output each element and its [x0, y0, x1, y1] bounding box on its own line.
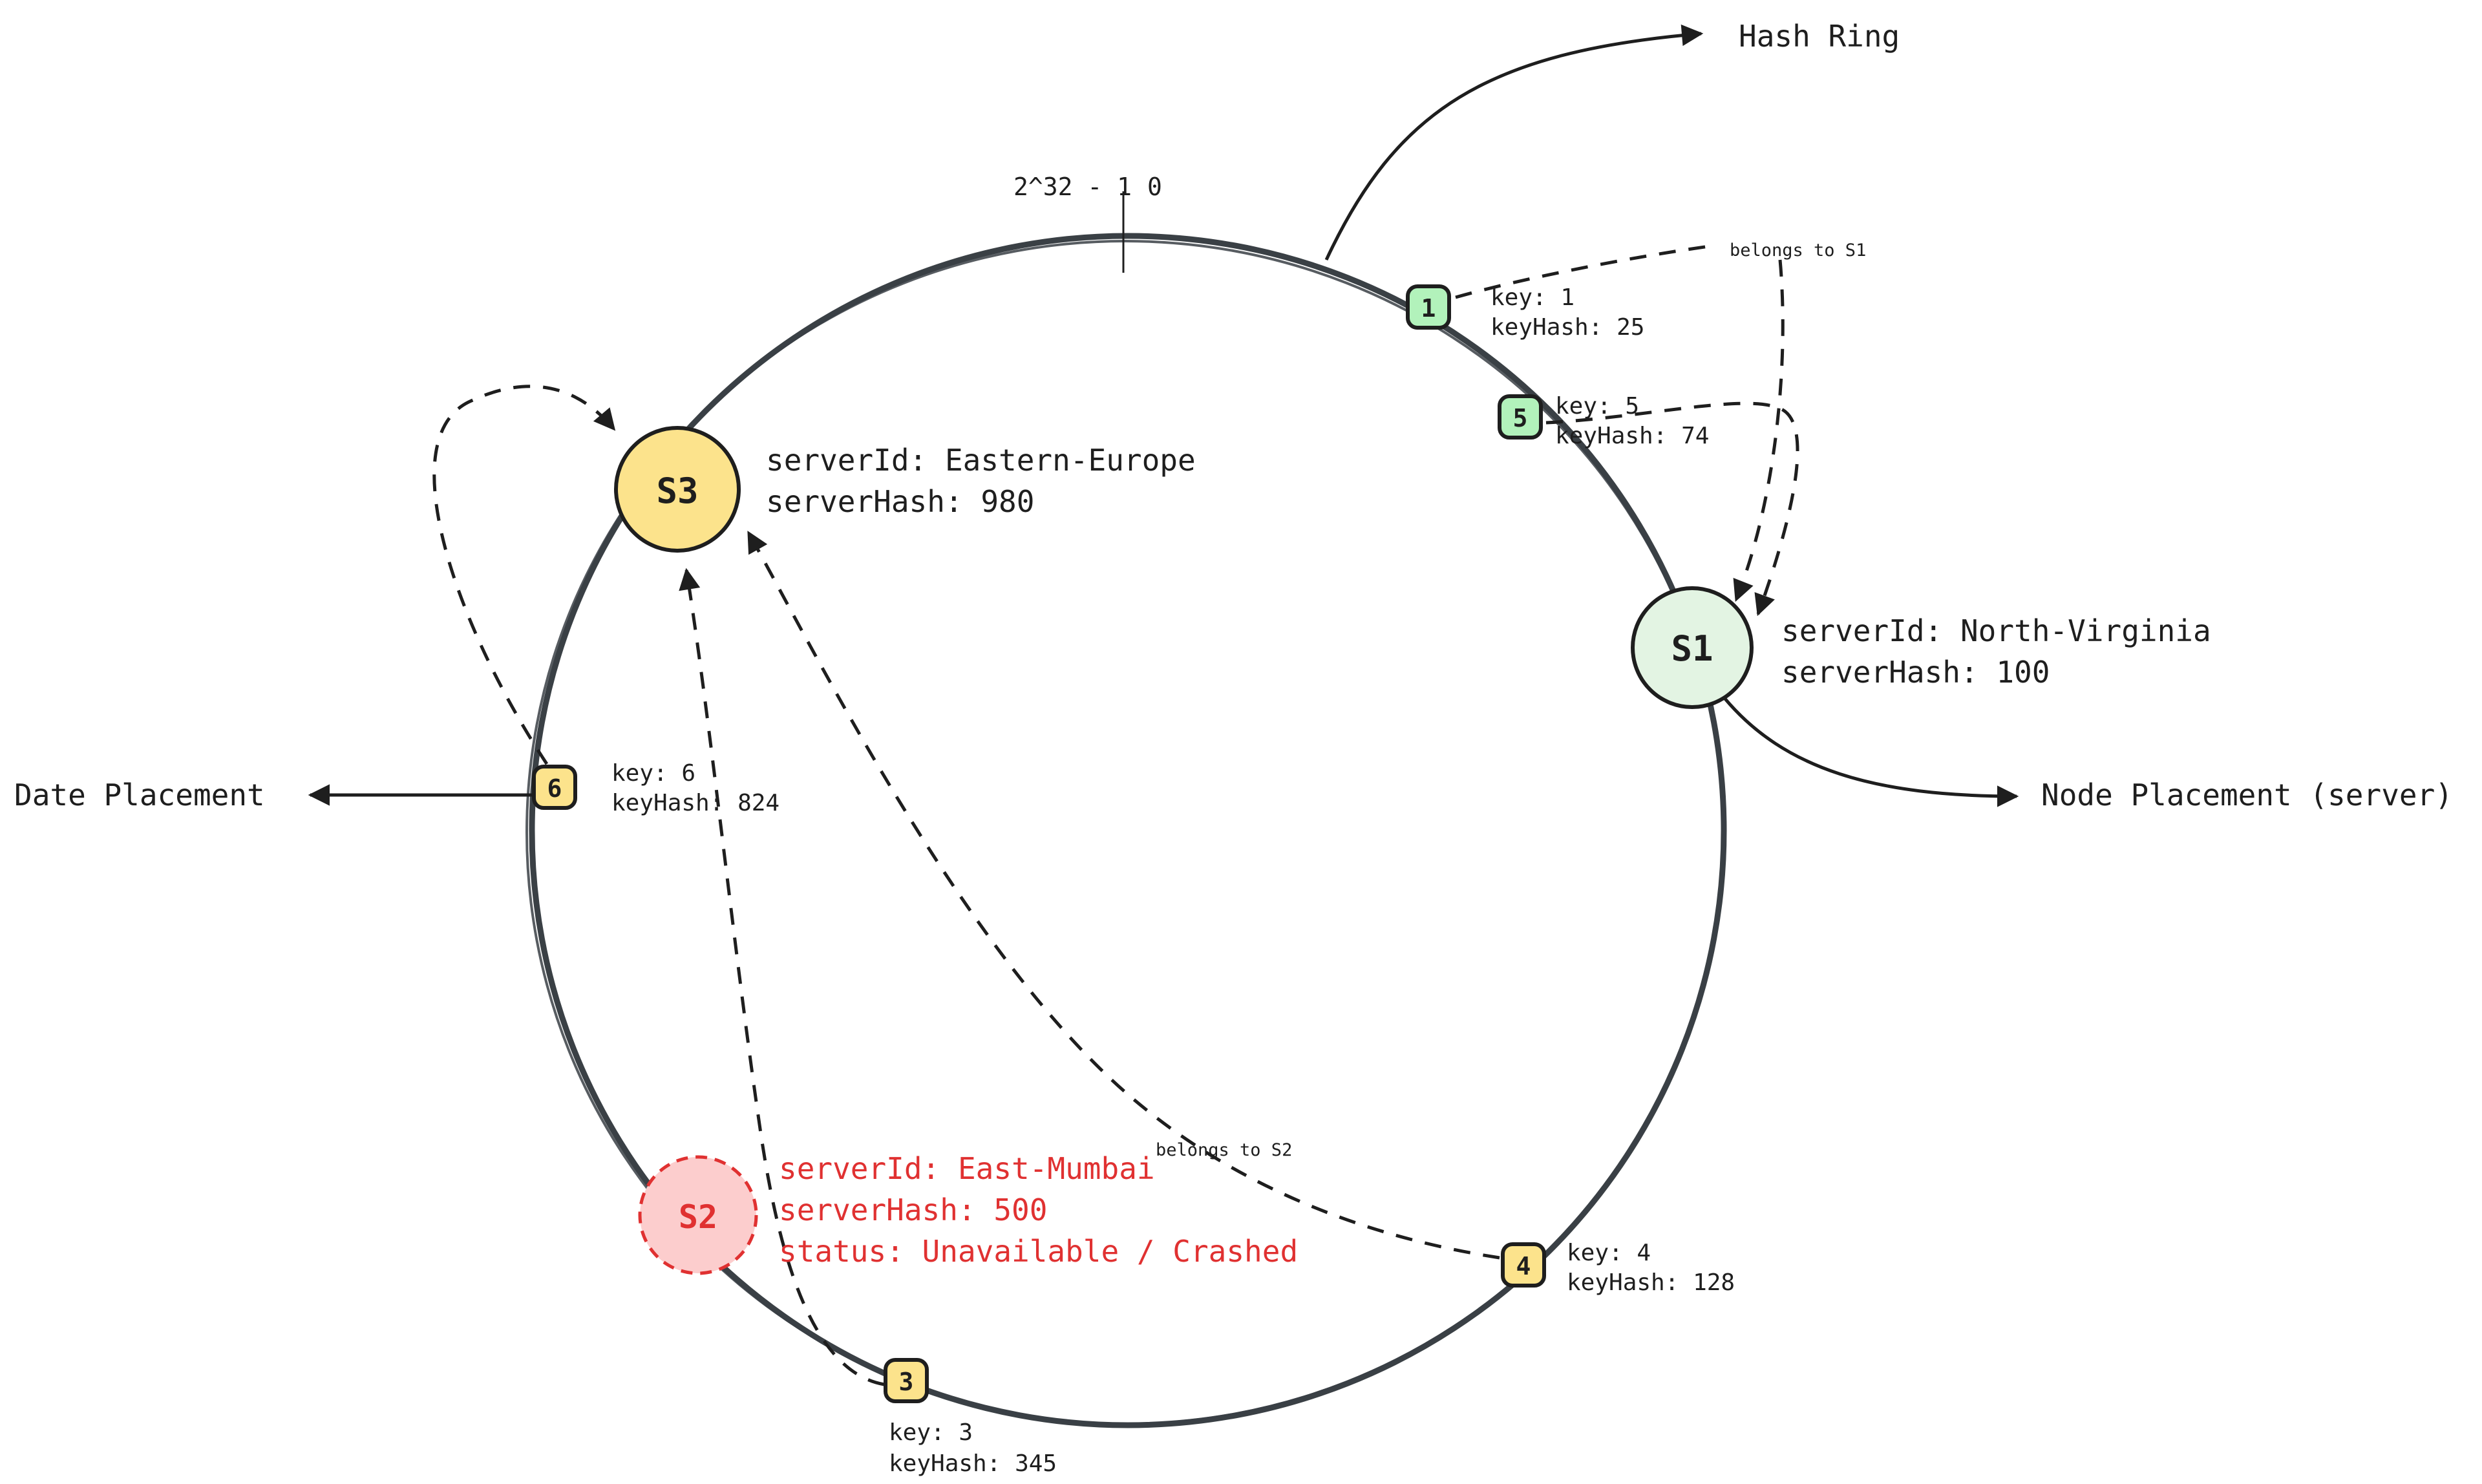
hash-ring-circle-inner: [525, 240, 1725, 1425]
key-4-box: [1501, 1242, 1546, 1288]
server-s1-id-text: serverId: North-Virginia: [1781, 613, 2211, 648]
key6-to-s3-arrow: [432, 385, 616, 765]
key3-to-s3-arrow: [679, 567, 885, 1386]
key-4-label-line1: key: 4: [1567, 1240, 1651, 1266]
label-hash-ring: Hash Ring: [1739, 19, 1900, 54]
key-3-box: [884, 1358, 929, 1403]
label-node-placement: Node Placement (server): [2041, 778, 2453, 812]
label-belongs-to-s1: belongs to S1: [1730, 240, 1866, 260]
key1-to-s1-arrow-part1: [1455, 244, 1715, 299]
key-1-box: [1406, 284, 1451, 330]
server-s1-hash-text: serverHash: 100: [1781, 655, 2050, 690]
key5-to-s1-arrow: [1545, 401, 1799, 617]
server-s3-label: S3: [656, 471, 698, 511]
server-s3-hash-text: serverHash: 980: [766, 484, 1034, 519]
key4-to-s3-arrow: [747, 531, 1500, 1260]
label-range-max: 2^32 - 1: [1013, 173, 1132, 201]
server-s1-label: S1: [1671, 628, 1713, 669]
server-s2-id-text: serverId: East-Mumbai: [779, 1151, 1155, 1186]
server-s2-status-text: status: Unavailable / Crashed: [779, 1234, 1298, 1269]
key-6-label-line2: keyHash: 824: [611, 790, 780, 816]
server-s2-hash-text: serverHash: 500: [779, 1192, 1047, 1227]
server-s2-circle: [638, 1155, 758, 1275]
key-1-label-line2: keyHash: 25: [1490, 314, 1644, 341]
label-belongs-to-s2: belongs to S2: [1156, 1140, 1292, 1160]
key-1-label-line1: key: 1: [1490, 284, 1575, 311]
key1-to-s1-arrow-part2: [1733, 259, 1785, 602]
key-4-number: 4: [1516, 1252, 1531, 1280]
node-placement-arrow: [1723, 697, 2019, 807]
key-5-label-line2: keyHash: 74: [1555, 423, 1709, 449]
label-range-zero: 0: [1147, 173, 1162, 201]
key-1-number: 1: [1421, 294, 1436, 323]
key-5-label-line1: key: 5: [1555, 393, 1639, 419]
key-6-label-line1: key: 6: [611, 760, 695, 787]
server-s2-label: S2: [679, 1198, 717, 1236]
server-s1-circle: [1631, 586, 1754, 709]
hash-ring-pointer-arrow: [1324, 24, 1704, 261]
key-3-label-line1: key: 3: [889, 1419, 973, 1446]
key-5-box: [1498, 394, 1543, 440]
label-date-placement: Date Placement: [14, 778, 265, 812]
key-6-number: 6: [547, 774, 562, 803]
key-6-box: [532, 765, 577, 810]
key-3-label-line2: keyHash: 345: [889, 1450, 1057, 1477]
key-5-number: 5: [1513, 404, 1528, 432]
server-s3-id-text: serverId: Eastern-Europe: [766, 443, 1196, 478]
key-3-number: 3: [899, 1368, 914, 1396]
server-s3-circle: [614, 426, 741, 553]
key-4-label-line2: keyHash: 128: [1567, 1269, 1735, 1296]
